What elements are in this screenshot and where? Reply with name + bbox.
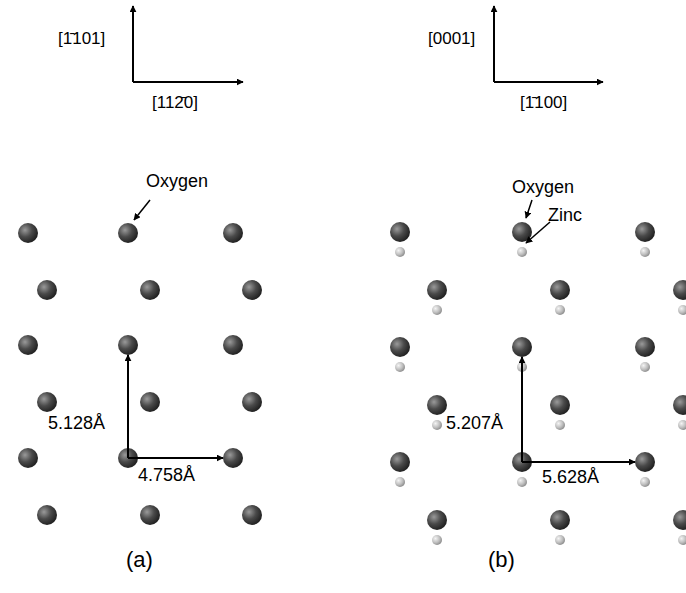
direction-label: [1̄100]	[520, 94, 567, 113]
zinc-atom	[432, 305, 442, 315]
oxygen-atom	[37, 280, 57, 300]
oxygen-atom	[390, 337, 410, 357]
oxygen-atom	[242, 505, 262, 525]
oxygen-atom	[427, 510, 447, 530]
zinc-atom	[555, 535, 565, 545]
zinc-atom	[678, 420, 686, 430]
oxygen-atom	[223, 448, 243, 468]
zinc-atom	[678, 305, 686, 315]
dimension-arrows	[128, 355, 635, 462]
zinc-atom	[555, 305, 565, 315]
direction-label: [1̄101]	[58, 30, 105, 49]
oxygen-atom	[242, 280, 262, 300]
zinc-atom	[395, 362, 405, 372]
zinc-atom	[555, 420, 565, 430]
oxygen-atom	[512, 222, 532, 242]
zinc-atom	[432, 535, 442, 545]
zinc-atom	[395, 247, 405, 257]
dimension-label: 5.207Å	[446, 414, 503, 434]
oxygen-atom	[673, 510, 686, 530]
oxygen-atom	[390, 222, 410, 242]
oxygen-atom	[673, 280, 686, 300]
oxygen-atom	[223, 335, 243, 355]
oxygen-atom	[118, 223, 138, 243]
zinc-atom	[640, 362, 650, 372]
atom-label: Oxygen	[146, 172, 208, 192]
zinc-atom	[395, 477, 405, 487]
oxygen-atom	[140, 505, 160, 525]
oxygen-atom	[118, 335, 138, 355]
oxygen-atom	[390, 452, 410, 472]
oxygen-atom	[550, 395, 570, 415]
oxygen-atom	[550, 510, 570, 530]
oxygen-atom	[223, 223, 243, 243]
direction-label: [0001]	[428, 30, 475, 49]
oxygen-atom	[140, 392, 160, 412]
panel-label: (b)	[488, 548, 515, 572]
zinc-atom	[517, 247, 527, 257]
zinc-atom	[432, 420, 442, 430]
oxygen-atom	[427, 395, 447, 415]
oxygen-atom	[37, 505, 57, 525]
oxygen-atom	[18, 448, 38, 468]
direction-label: [112̄0]	[152, 94, 198, 113]
oxygen-atom	[18, 223, 38, 243]
oxygen-atom	[37, 392, 57, 412]
zinc-atom	[678, 535, 686, 545]
oxygen-atom	[673, 395, 686, 415]
atom-label: Zinc	[548, 206, 582, 226]
oxygen-atom	[635, 452, 655, 472]
zinc-atom	[640, 247, 650, 257]
dimension-label: 5.628Å	[542, 468, 599, 488]
axis-arrows	[133, 6, 603, 82]
atom-label: Oxygen	[512, 178, 574, 198]
zinc-atom	[517, 477, 527, 487]
oxygen-atom	[512, 337, 532, 357]
zinc-atom	[640, 477, 650, 487]
oxygen-atom	[140, 280, 160, 300]
dimension-label: 4.758Å	[138, 466, 195, 486]
oxygen-atom	[635, 337, 655, 357]
panel-label: (a)	[126, 548, 153, 572]
oxygen-atom	[635, 222, 655, 242]
atom-lattice	[18, 222, 686, 545]
oxygen-atom	[550, 280, 570, 300]
oxygen-atom	[427, 280, 447, 300]
oxygen-atom	[18, 335, 38, 355]
pointer-arrows	[134, 200, 550, 243]
oxygen-atom	[242, 392, 262, 412]
dimension-label: 5.128Å	[48, 414, 105, 434]
